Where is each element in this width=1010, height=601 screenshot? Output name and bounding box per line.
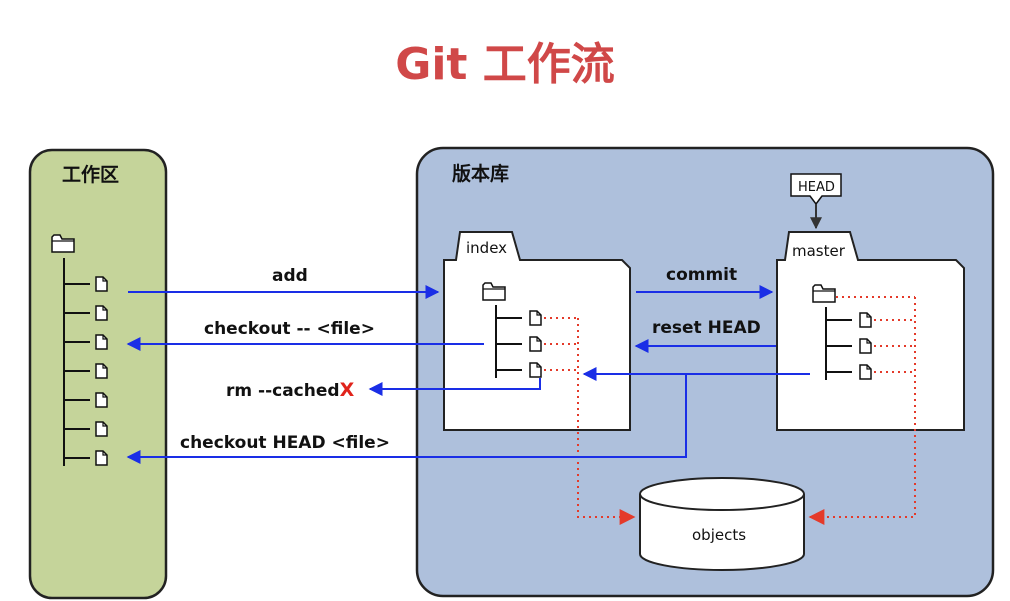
- master-label: master: [792, 242, 846, 260]
- file-icon: [529, 362, 542, 378]
- cmd-rm-cached-text: rm --cached: [226, 381, 340, 401]
- cmd-reset-head: reset HEAD: [652, 318, 761, 338]
- master-objects-links: [808, 296, 916, 525]
- index-box: [443, 231, 631, 431]
- head-pointer: [790, 173, 842, 206]
- file-icon: [859, 312, 872, 328]
- cmd-checkout-file: checkout -- <file>: [204, 319, 375, 339]
- arrow-checkout-head-file: [126, 367, 810, 464]
- index-label: index: [466, 239, 507, 257]
- cmd-commit: commit: [666, 265, 737, 285]
- file-icon: [95, 450, 108, 466]
- cmd-rm-cached-x: X: [340, 379, 355, 401]
- master-box: [776, 231, 965, 431]
- file-icon: [95, 334, 108, 350]
- file-icon: [859, 364, 872, 380]
- head-label: HEAD: [798, 180, 835, 195]
- cmd-rm-cached: rm --cachedX: [226, 379, 355, 401]
- arrow-rm-cached: [368, 378, 541, 396]
- objects-label: objects: [692, 526, 746, 544]
- file-icon: [95, 305, 108, 321]
- workspace-file-tree: [64, 276, 108, 466]
- cmd-add: add: [272, 266, 308, 286]
- index-objects-links: [544, 317, 636, 525]
- file-icon: [95, 363, 108, 379]
- file-icon: [95, 392, 108, 408]
- objects-store: [639, 477, 805, 571]
- file-icon: [529, 336, 542, 352]
- file-icon: [95, 421, 108, 437]
- workspace-label: 工作区: [62, 163, 119, 186]
- diagram-title: Git 工作流: [395, 39, 615, 90]
- file-icon: [95, 276, 108, 292]
- file-icon: [859, 338, 872, 354]
- repository-label: 版本库: [452, 162, 509, 185]
- cmd-checkout-head-file: checkout HEAD <file>: [180, 433, 390, 453]
- file-icon: [529, 310, 542, 326]
